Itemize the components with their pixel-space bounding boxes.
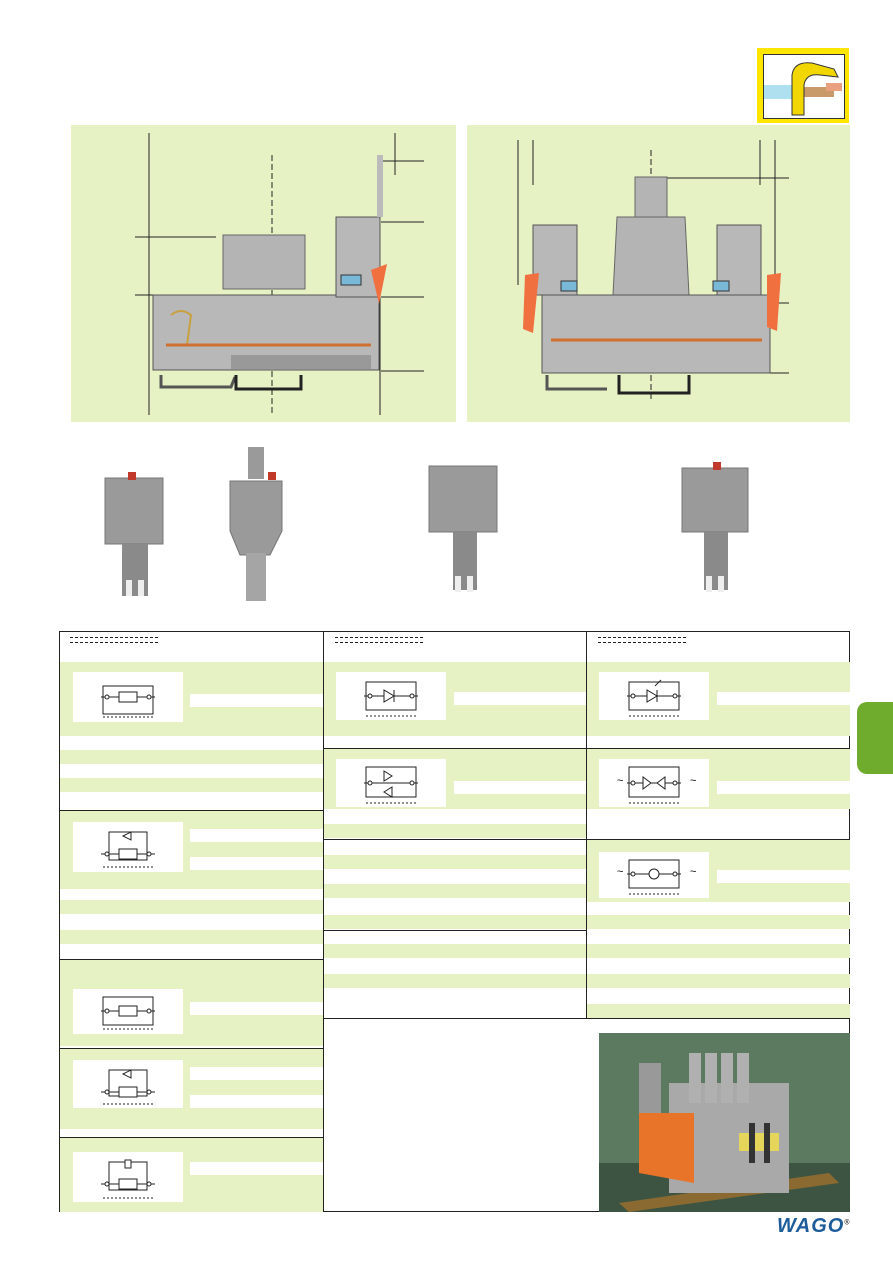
row-band xyxy=(60,750,323,764)
row-band xyxy=(60,930,323,944)
spec-row xyxy=(717,692,850,705)
symbol-box xyxy=(73,672,183,722)
spec-row xyxy=(190,1002,323,1015)
spec-row xyxy=(190,829,323,842)
fuse-symbol-icon xyxy=(101,996,155,1030)
cross-section-panel-left xyxy=(71,125,456,422)
wago-logo: WAGO® xyxy=(777,1215,853,1237)
row-divider xyxy=(324,930,586,931)
spec-row xyxy=(717,870,850,883)
row-band xyxy=(587,944,850,958)
symbol-box xyxy=(599,852,709,898)
column-divider-1 xyxy=(323,632,324,1018)
column-header-rule-1b xyxy=(70,642,158,643)
product-table: ~ ~ ~ ~ xyxy=(59,631,850,1212)
glow-lamp-symbol-icon xyxy=(627,859,681,895)
led-symbol-icon xyxy=(627,679,681,717)
row-divider xyxy=(587,748,850,749)
fuse-plug-photo-3 xyxy=(423,460,503,595)
led-symbol-icon xyxy=(101,1069,155,1105)
row-divider xyxy=(60,959,323,960)
diode-symbol-icon xyxy=(364,681,418,717)
fuse-symbol-icon xyxy=(101,685,155,718)
led-symbol-icon xyxy=(627,766,681,804)
fuse-plug-photo-2 xyxy=(218,445,288,603)
spec-row xyxy=(190,1095,323,1108)
spec-row xyxy=(454,692,586,705)
symbol-box xyxy=(336,672,446,720)
symbol-box xyxy=(599,672,709,720)
symbol-box xyxy=(73,1152,183,1202)
column-header-rule-3b xyxy=(598,642,686,643)
column-divider-2 xyxy=(586,632,587,1018)
row-band xyxy=(587,915,850,929)
row-divider xyxy=(587,839,850,840)
fuse-plug-photo-4 xyxy=(678,460,758,595)
row-divider xyxy=(60,1137,323,1138)
column-header-rule-2b xyxy=(335,642,423,643)
row-divider xyxy=(60,1048,323,1049)
registered-mark: ® xyxy=(844,1219,851,1227)
ac-mark-left: ~ xyxy=(617,775,624,787)
column-header-rule-2 xyxy=(335,637,423,638)
spec-row xyxy=(190,857,323,870)
section-tab xyxy=(857,702,893,774)
row-divider xyxy=(324,1018,850,1019)
row-band xyxy=(60,900,323,914)
column-header-rule-1 xyxy=(70,637,158,638)
cross-section-panel-right xyxy=(467,125,850,422)
column-divider-3 xyxy=(323,1018,324,1212)
symbol-box xyxy=(336,759,446,807)
row-divider xyxy=(324,839,586,840)
ac-mark-left: ~ xyxy=(617,866,624,878)
symbol-box xyxy=(73,1060,183,1108)
symbol-box xyxy=(73,989,183,1034)
application-photo xyxy=(599,1033,850,1212)
spec-row xyxy=(454,781,586,794)
row-band xyxy=(324,944,586,958)
spec-row xyxy=(190,1162,323,1175)
logo-text: WAGO xyxy=(777,1215,845,1237)
row-divider xyxy=(60,810,323,811)
row-band xyxy=(324,824,586,838)
spec-row xyxy=(717,781,850,794)
row-band xyxy=(587,1004,850,1018)
row-band xyxy=(324,855,586,869)
clamp-wire-icon xyxy=(763,54,845,119)
row-band xyxy=(324,974,586,988)
fuse-plug-photo-1 xyxy=(100,470,170,600)
spec-row xyxy=(190,694,323,707)
led-symbol-icon xyxy=(101,1159,155,1199)
row-divider xyxy=(324,748,586,749)
symbol-box xyxy=(599,759,709,807)
column-header-rule-3 xyxy=(598,637,686,638)
row-band xyxy=(324,884,586,898)
diode-symbol-icon xyxy=(364,766,418,804)
row-band xyxy=(587,974,850,988)
row-band xyxy=(324,915,586,929)
symbol-box xyxy=(73,822,183,872)
clamp-pictogram xyxy=(757,48,849,123)
row-band xyxy=(60,778,323,792)
spec-row xyxy=(190,1067,323,1080)
led-symbol-icon xyxy=(101,831,155,868)
ac-mark-right: ~ xyxy=(690,775,697,787)
ac-mark-right: ~ xyxy=(690,866,697,878)
